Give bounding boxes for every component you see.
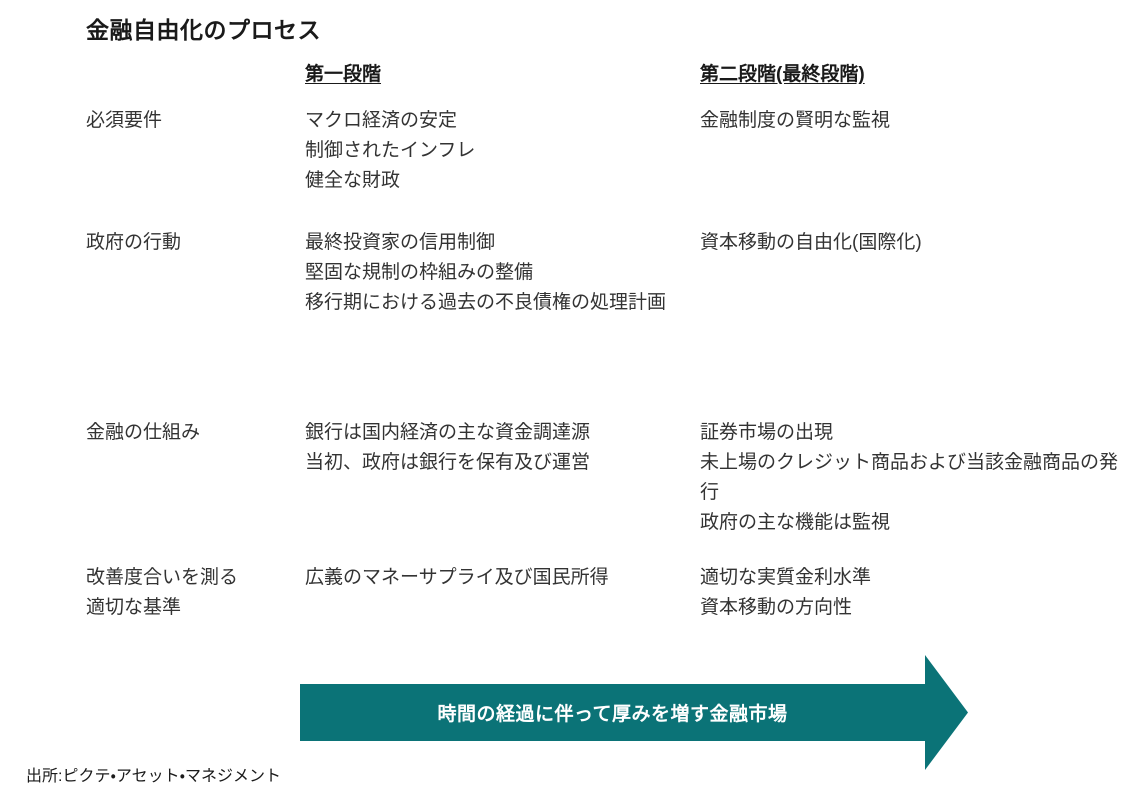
row-label: 政府の行動 bbox=[86, 232, 182, 253]
row-label: 改善度合いを測る 適切な基準 bbox=[86, 567, 239, 618]
row-cell-stage-2: 資本移動の自由化(国際化) bbox=[700, 232, 922, 253]
table-row: 政府の行動 最終投資家の信用制御 堅固な規制の枠組みの整備 移行期における過去の… bbox=[0, 228, 1148, 418]
table-row: 改善度合いを測る 適切な基準 広義のマネーサプライ及び国民所得 適切な実質金利水… bbox=[0, 563, 1148, 643]
row-cell-stage-2: 証券市場の出現 未上場のクレジット商品および当該金融商品の発行 政府の主な機能は… bbox=[700, 422, 1119, 533]
source-note: 出所:ピクテ・アセット・マネジメント bbox=[26, 768, 282, 785]
table-row: 金融の仕組み 銀行は国内経済の主な資金調達源 当初、政府は銀行を保有及び運営 証… bbox=[0, 418, 1148, 563]
row-cell-stage-1: マクロ経済の安定 制御されたインフレ 健全な財政 bbox=[305, 110, 476, 191]
row-cell-stage-1: 最終投資家の信用制御 堅固な規制の枠組みの整備 移行期における過去の不良債権の処… bbox=[305, 232, 667, 313]
column-header-stage-1: 第一段階 bbox=[305, 64, 382, 85]
row-label: 金融の仕組み bbox=[86, 422, 201, 443]
row-cell-stage-1: 広義のマネーサプライ及び国民所得 bbox=[305, 567, 609, 588]
table-row: 必須要件 マクロ経済の安定 制御されたインフレ 健全な財政 金融制度の賢明な監視 bbox=[0, 106, 1148, 228]
timeline-arrow-banner: 時間の経過に伴って厚みを増す金融市場 bbox=[300, 655, 968, 770]
page-title: 金融自由化のプロセス bbox=[86, 17, 321, 43]
row-cell-stage-2: 適切な実質金利水準 資本移動の方向性 bbox=[700, 567, 872, 618]
comparison-table: 必須要件 マクロ経済の安定 制御されたインフレ 健全な財政 金融制度の賢明な監視… bbox=[0, 106, 1148, 643]
row-label: 必須要件 bbox=[86, 110, 163, 131]
row-cell-stage-1: 銀行は国内経済の主な資金調達源 当初、政府は銀行を保有及び運営 bbox=[305, 422, 591, 473]
row-cell-stage-2: 金融制度の賢明な監視 bbox=[700, 110, 891, 131]
right-arrow-icon bbox=[300, 655, 968, 770]
column-header-stage-2: 第二段階(最終段階) bbox=[700, 64, 865, 85]
